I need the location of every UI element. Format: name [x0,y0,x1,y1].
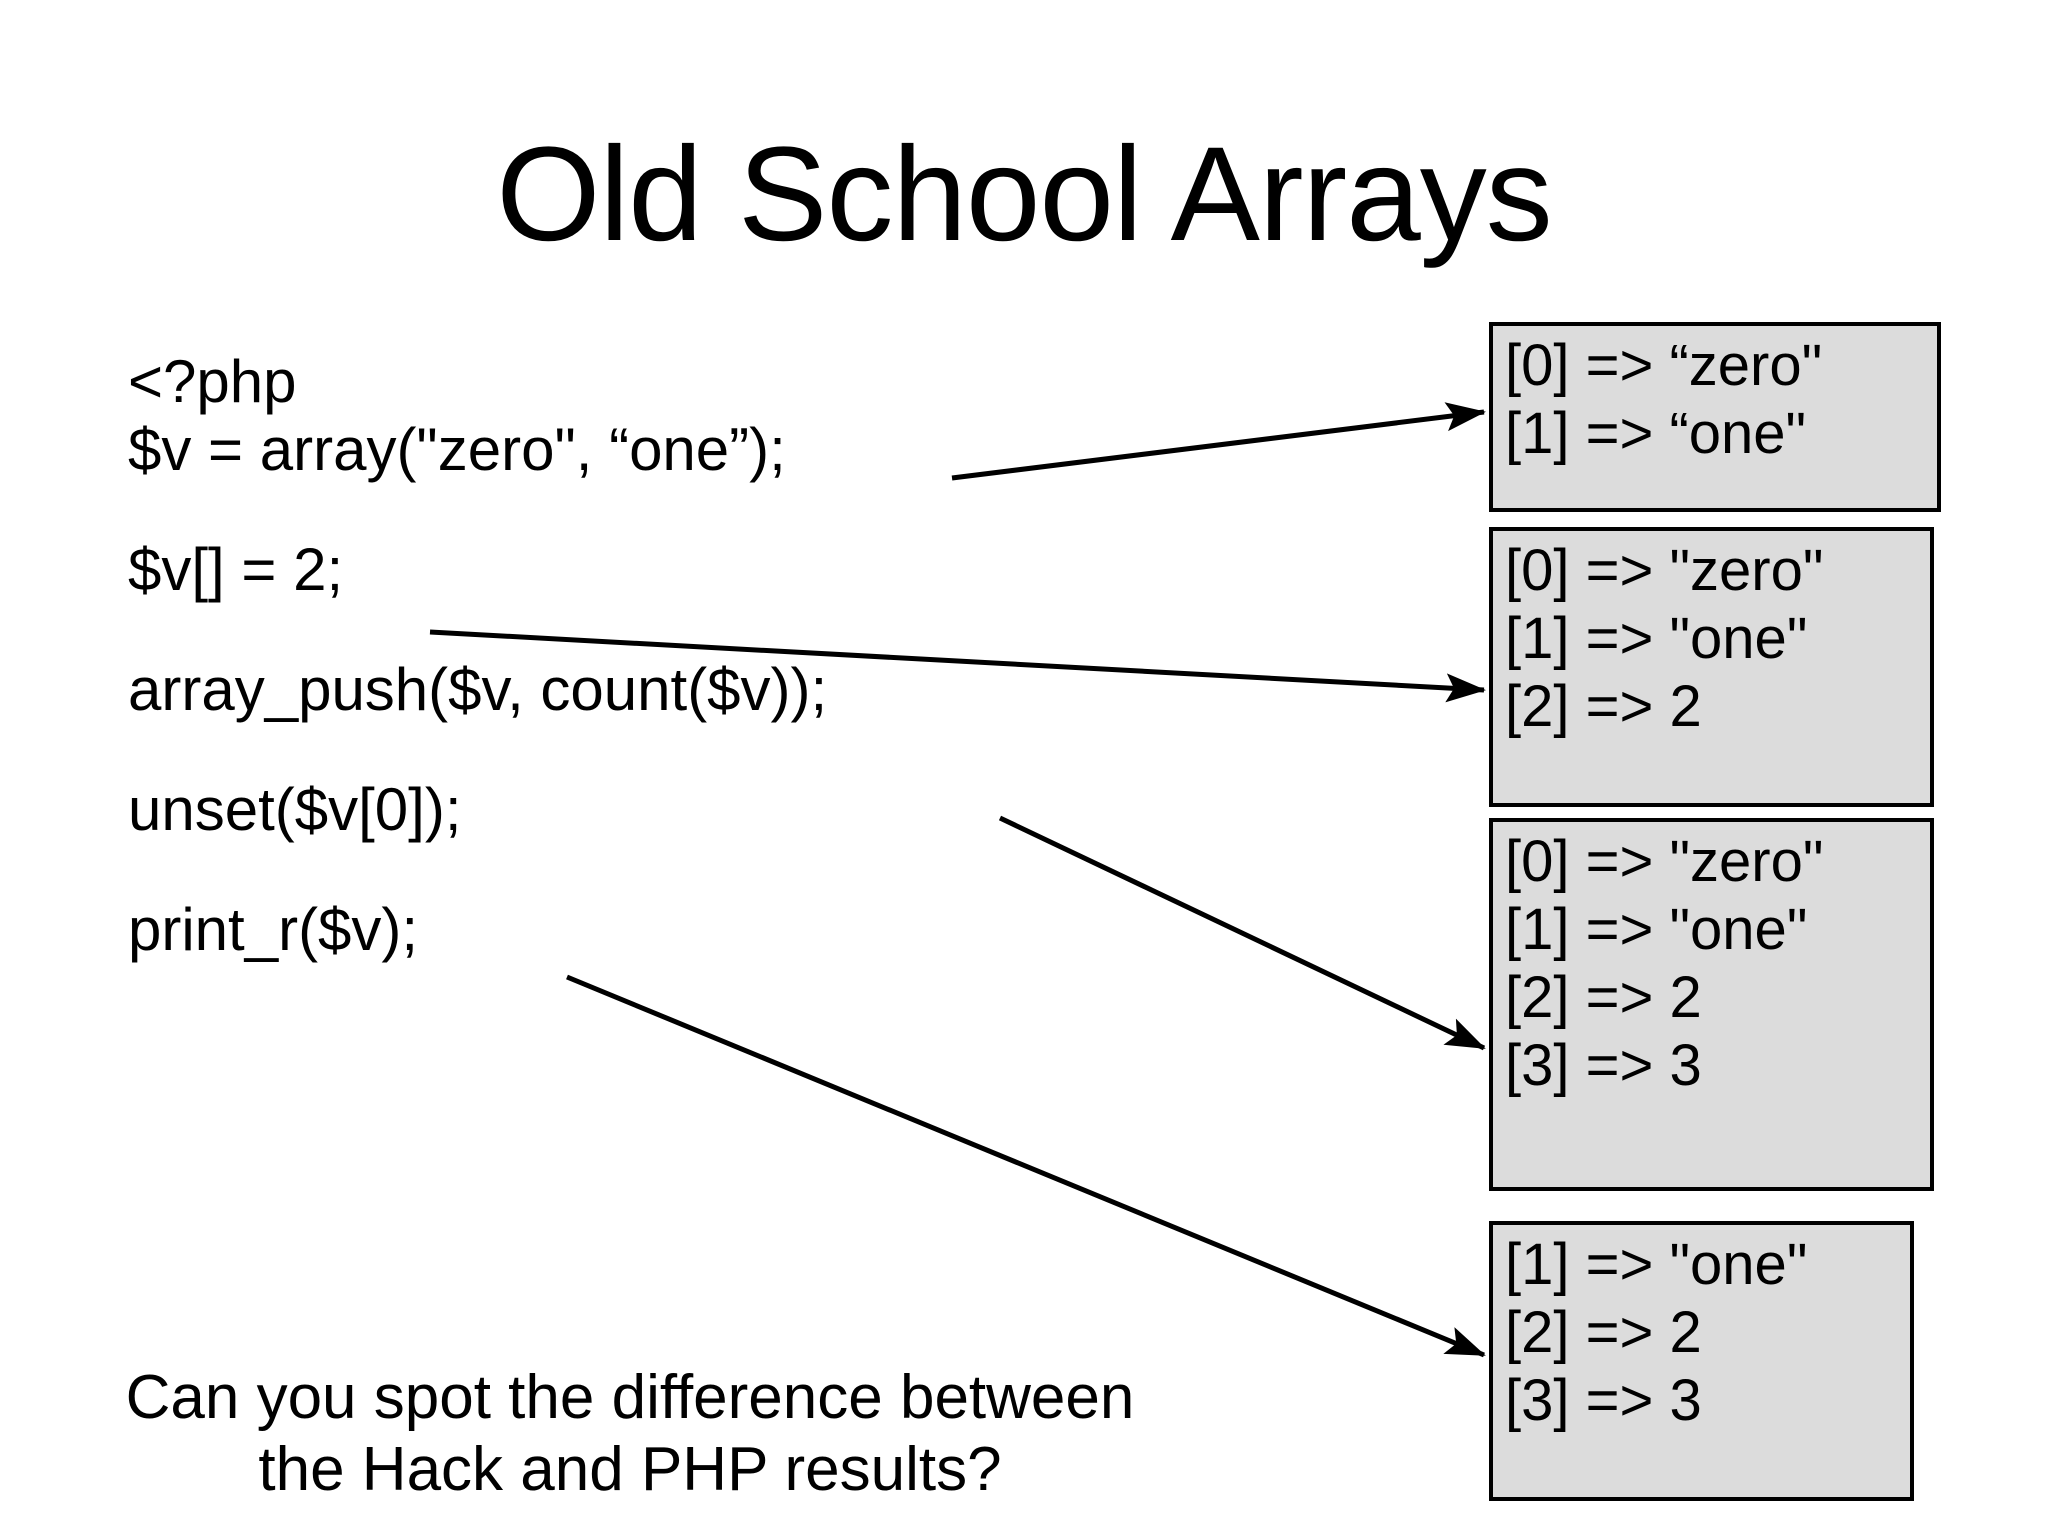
result-box-after-append: [0] => "zero" [1] => "one" [2] => 2 [1489,527,1934,807]
result-line: [2] => 2 [1505,673,1702,739]
result-line: [0] => "zero" [1505,538,1824,603]
caption-line-2: the Hack and PHP results? [258,1434,1002,1504]
code-line-unset: unset($v[0]); [128,776,462,843]
result-line: [1] => "one" [1505,1232,1808,1297]
result-line: [3] => 3 [1505,1032,1702,1098]
result-line: [3] => 3 [1505,1367,1702,1433]
result-line: [1] => "one" [1505,896,1808,962]
result-box-after-array-push: [0] => "zero" [1] => "one" [2] => 2 [3] … [1489,818,1934,1191]
code-line-array-init: $v = array("zero", “one”); [128,416,786,483]
result-line: [0] => "zero" [1505,829,1824,894]
result-line: [1] => "one" [1505,605,1808,671]
caption-line-1: Can you spot the difference between [125,1363,1135,1432]
code-listing: <?php $v = array("zero", “one”); $v[] = … [128,352,1028,960]
result-box-after-unset: [1] => "one" [2] => 2 [3] => 3 [1489,1221,1914,1501]
arrow-unset-to-box-3 [566,974,1486,1358]
code-line-php-open: <?php [128,348,297,415]
result-line: [2] => 2 [1505,964,1702,1030]
arrow-array-push-to-box-2 [998,815,1486,1051]
result-line: [0] => “zero" [1505,333,1823,398]
code-line-append: $v[] = 2; [128,536,344,603]
result-line: [2] => 2 [1505,1299,1702,1365]
result-line: [1] => “one" [1505,400,1807,466]
result-box-after-array-literal: [0] => “zero" [1] => “one" [1489,322,1941,512]
code-line-array-push: array_push($v, count($v)); [128,656,828,723]
code-line-print-r: print_r($v); [128,896,419,963]
page-title: Old School Arrays [496,120,1552,269]
arrow-array-literal-to-box-0 [951,402,1486,481]
caption: Can you spot the difference between the … [10,1362,1250,1506]
